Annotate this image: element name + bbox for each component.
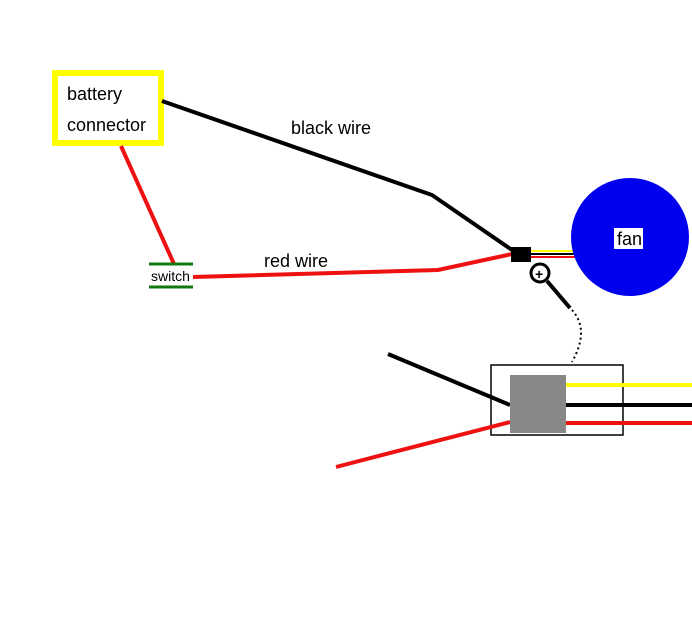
battery-connector-frame	[52, 70, 164, 146]
plus-terminal-circle	[529, 262, 551, 284]
switch-label: switch	[151, 268, 190, 284]
detail-red-wire-in	[335, 420, 511, 469]
red-wire-label: red wire	[264, 251, 328, 271]
magnifier-dotted-guide	[571, 309, 582, 363]
magnifier-handle	[545, 279, 572, 310]
fan-label-background	[614, 228, 643, 249]
fan-plug	[511, 247, 531, 262]
battery-connector-label-line1: battery	[67, 84, 122, 104]
connector-detail-plug	[510, 375, 566, 433]
plus-terminal-symbol: +	[535, 266, 543, 282]
fan: fan	[571, 178, 689, 296]
red-wire-switch-to-fan	[192, 252, 513, 279]
black-wire-battery-to-fan	[161, 99, 514, 252]
battery-connector-label-line2: connector	[67, 115, 146, 135]
connector-detail	[335, 352, 692, 469]
fan-label: fan	[617, 229, 642, 249]
detail-black-wire-in	[387, 352, 511, 407]
plus-terminal-magnifier: +	[529, 262, 582, 363]
red-wire-battery-to-switch	[119, 145, 176, 265]
black-wire-label: black wire	[291, 118, 371, 138]
battery-connector: battery connector	[52, 70, 164, 146]
switch: switch	[149, 262, 193, 289]
